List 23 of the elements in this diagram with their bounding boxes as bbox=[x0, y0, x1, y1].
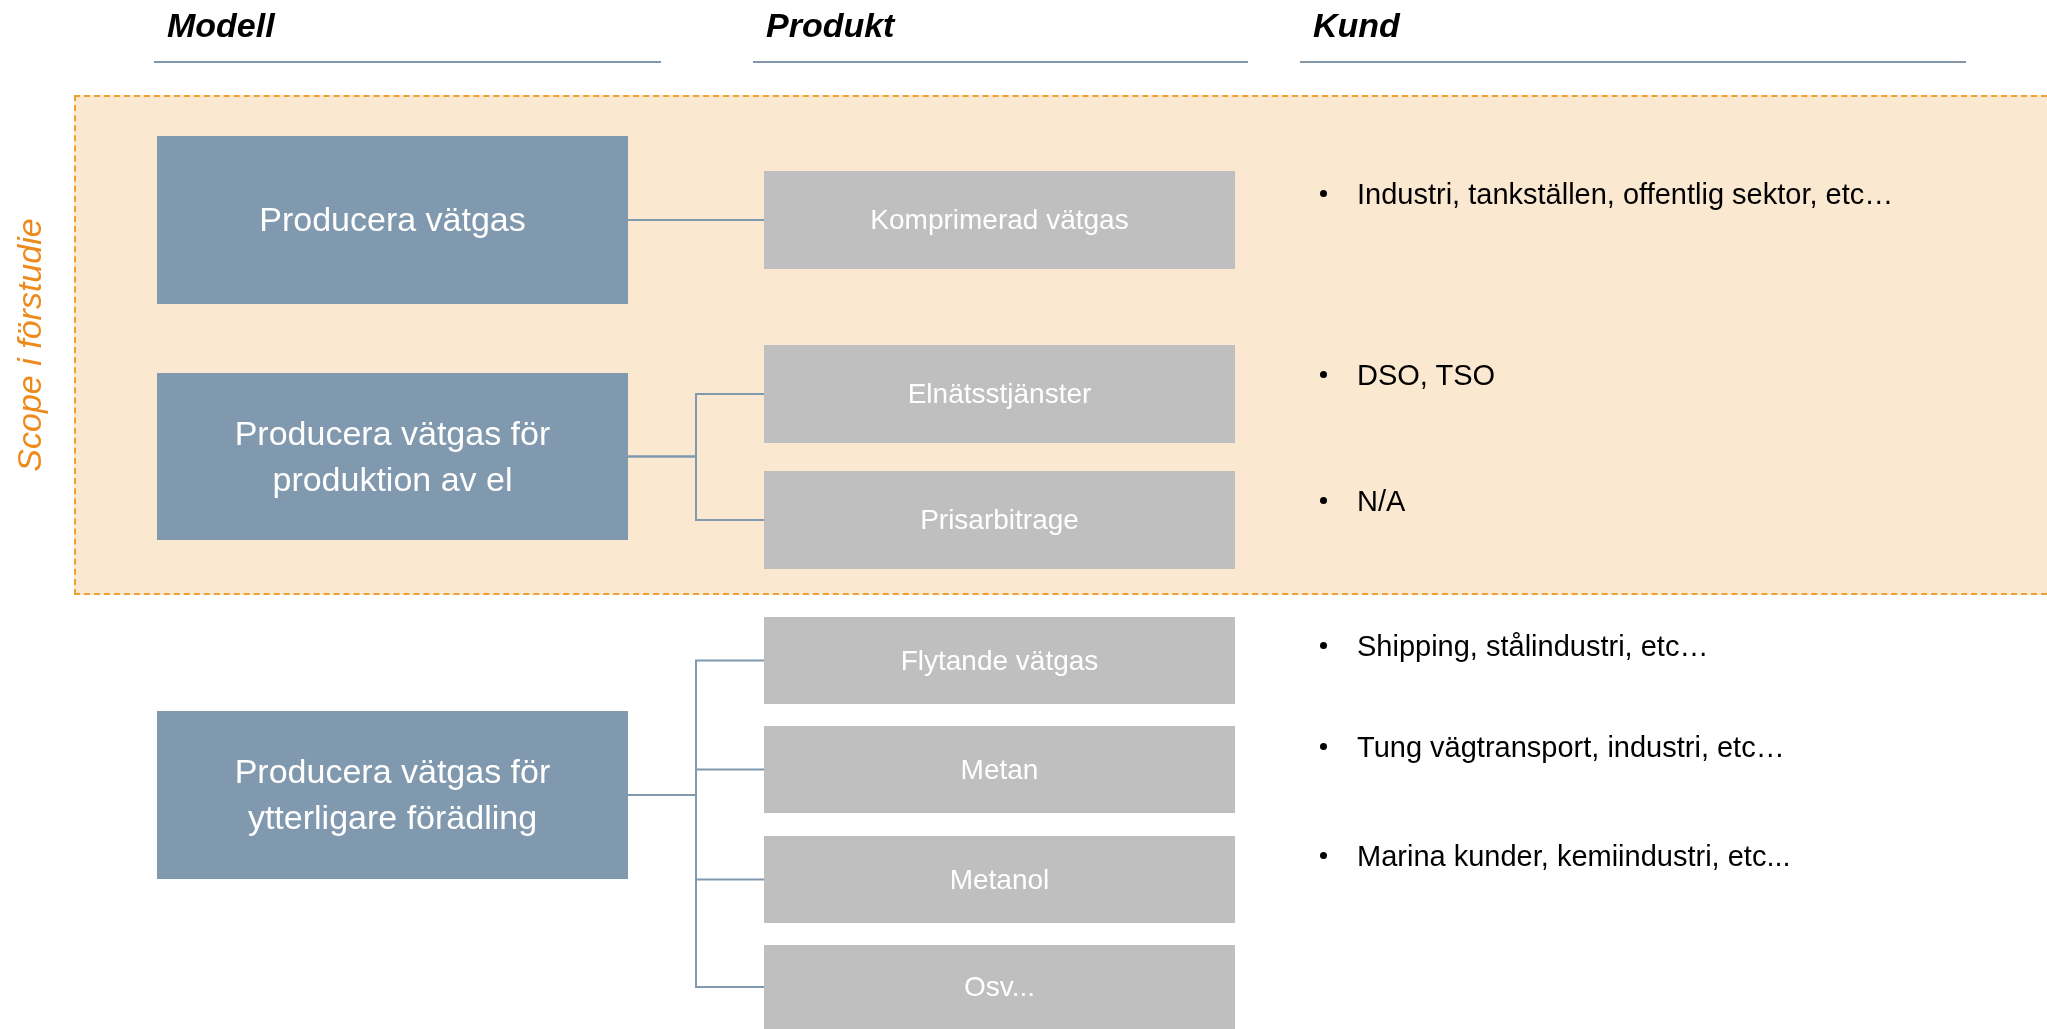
product-box: Komprimerad vätgas bbox=[764, 171, 1235, 269]
customer-bullet: N/A bbox=[1320, 485, 1406, 518]
connector-line bbox=[627, 794, 765, 988]
customer-bullet: Shipping, stålindustri, etc… bbox=[1320, 630, 1709, 663]
connector-line bbox=[627, 219, 765, 221]
column-heading: Produkt bbox=[766, 6, 895, 45]
model-box: Producera vätgas för produktion av el bbox=[157, 373, 628, 540]
column-heading: Kund bbox=[1313, 6, 1400, 45]
customer-bullet: Industri, tankställen, offentlig sektor, etc… bbox=[1320, 178, 1894, 211]
product-box: Elnätsstjänster bbox=[764, 345, 1235, 443]
product-box: Prisarbitrage bbox=[764, 471, 1235, 569]
product-box: Metan bbox=[764, 726, 1235, 813]
column-heading: Modell bbox=[167, 6, 275, 45]
product-box: Flytande vätgas bbox=[764, 617, 1235, 704]
customer-bullet: Tung vägtransport, industri, etc… bbox=[1320, 731, 1785, 764]
customer-bullet: Marina kunder, kemiindustri, etc... bbox=[1320, 840, 1791, 873]
product-box: Metanol bbox=[764, 836, 1235, 923]
scope-label: Scope i förstudie bbox=[10, 218, 49, 472]
model-box: Producera vätgas för ytterligare förädling bbox=[157, 711, 628, 879]
model-box: Producera vätgas bbox=[157, 136, 628, 304]
connector-line bbox=[627, 455, 765, 521]
product-box: Osv... bbox=[764, 945, 1235, 1029]
customer-bullet: DSO, TSO bbox=[1320, 359, 1496, 392]
